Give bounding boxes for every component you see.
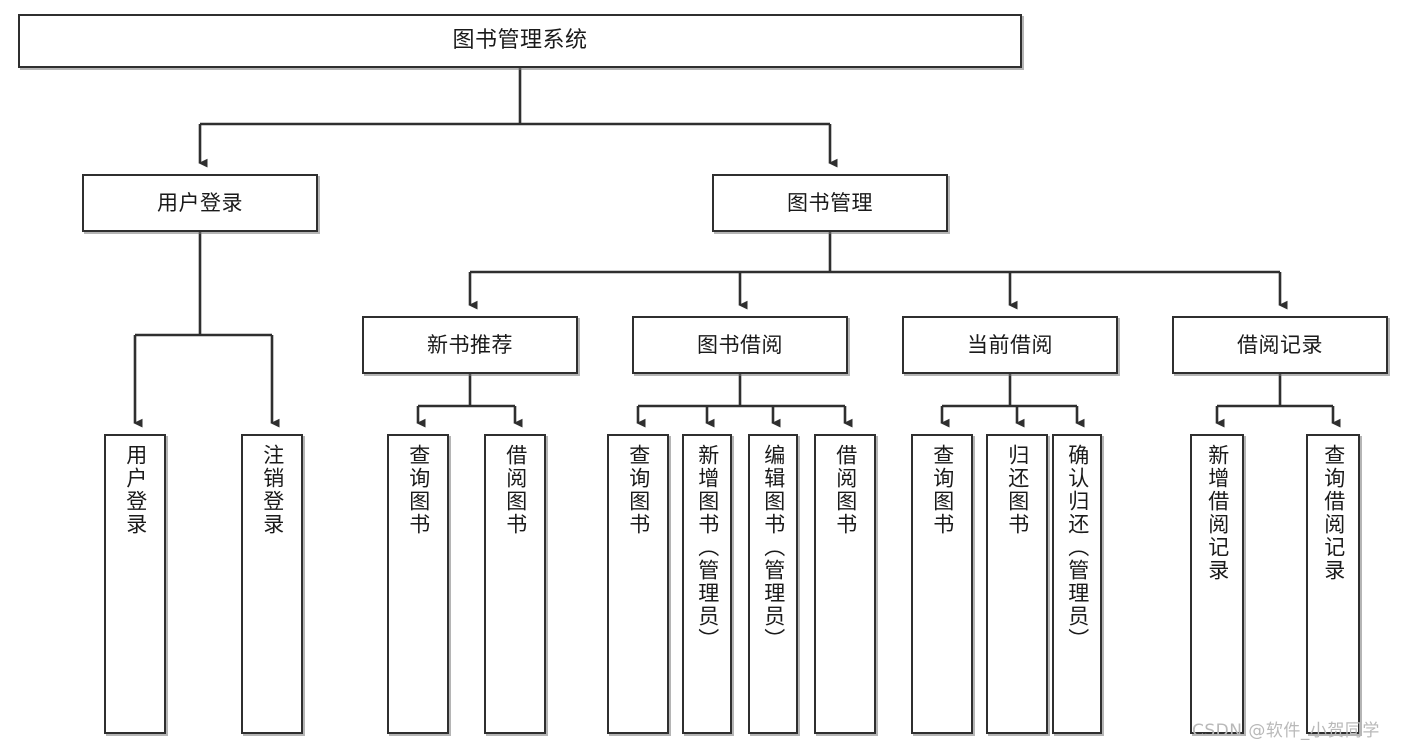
node-book-borrow-label: 图书借阅 [697, 332, 783, 357]
node-current-borrow[interactable]: 当前借阅 [902, 316, 1118, 374]
leaf-add-book-admin[interactable]: 新增图书（管理员） [682, 434, 732, 734]
leaf-query-book-new[interactable]: 查询图书 [387, 434, 449, 734]
node-user-login[interactable]: 用户登录 [82, 174, 318, 232]
leaf-add-book-admin-label: 新增图书（管理员） [695, 444, 720, 651]
node-user-login-label: 用户登录 [157, 190, 243, 215]
edge-newbook-bus [418, 374, 515, 408]
leaf-user-login-label: 用户登录 [123, 444, 148, 536]
edge-current-bus [942, 374, 1077, 408]
leaf-query-book-current-label: 查询图书 [930, 444, 955, 536]
edge-root-children [198, 124, 838, 168]
leaf-query-borrow-record[interactable]: 查询借阅记录 [1306, 434, 1360, 734]
leaf-query-book-new-label: 查询图书 [406, 444, 431, 536]
leaf-confirm-return-admin[interactable]: 确认归还（管理员） [1052, 434, 1102, 734]
leaf-query-book-current[interactable]: 查询图书 [911, 434, 973, 734]
leaf-borrow-book[interactable]: 借阅图书 [814, 434, 876, 734]
leaf-add-borrow-record-label: 新增借阅记录 [1205, 444, 1230, 582]
leaf-query-borrow-record-label: 查询借阅记录 [1321, 444, 1346, 582]
leaf-logout-label: 注销登录 [260, 444, 285, 536]
edge-bookmgmt-children [468, 272, 1288, 310]
leaf-query-book-borrow-label: 查询图书 [626, 444, 651, 536]
csdn-watermark: CSDN @软件_小贺同学 [1192, 721, 1380, 741]
node-borrow-record[interactable]: 借阅记录 [1172, 316, 1388, 374]
leaf-add-borrow-record[interactable]: 新增借阅记录 [1190, 434, 1244, 734]
leaf-return-book-label: 归还图书 [1005, 444, 1030, 536]
edge-login-children [133, 335, 280, 428]
edge-current-children [940, 406, 1085, 428]
leaf-edit-book-admin[interactable]: 编辑图书（管理员） [748, 434, 798, 734]
edge-login-bus [135, 232, 272, 337]
node-new-book-recommend[interactable]: 新书推荐 [362, 316, 578, 374]
edge-record-bus [1217, 374, 1333, 408]
edge-borrow-children [636, 406, 853, 428]
edge-borrow-bus [638, 374, 845, 408]
node-book-borrow[interactable]: 图书借阅 [632, 316, 848, 374]
leaf-confirm-return-admin-label: 确认归还（管理员） [1065, 444, 1090, 651]
edge-root-bus [200, 68, 830, 126]
node-book-management[interactable]: 图书管理 [712, 174, 948, 232]
leaf-return-book[interactable]: 归还图书 [986, 434, 1048, 734]
leaf-user-login[interactable]: 用户登录 [104, 434, 166, 734]
leaf-edit-book-admin-label: 编辑图书（管理员） [761, 444, 786, 651]
edge-newbook-children [416, 406, 523, 428]
node-book-management-label: 图书管理 [787, 190, 873, 215]
node-root[interactable]: 图书管理系统 [18, 14, 1022, 68]
node-root-label: 图书管理系统 [452, 28, 588, 54]
node-current-borrow-label: 当前借阅 [967, 332, 1053, 357]
edge-bookmgmt-bus [470, 232, 1280, 274]
leaf-query-book-borrow[interactable]: 查询图书 [607, 434, 669, 734]
node-borrow-record-label: 借阅记录 [1237, 332, 1323, 357]
node-new-book-recommend-label: 新书推荐 [427, 332, 513, 357]
leaf-borrow-book-new-label: 借阅图书 [503, 444, 528, 536]
leaf-borrow-book-label: 借阅图书 [833, 444, 858, 536]
edge-record-children [1215, 406, 1341, 428]
leaf-borrow-book-new[interactable]: 借阅图书 [484, 434, 546, 734]
leaf-logout[interactable]: 注销登录 [241, 434, 303, 734]
